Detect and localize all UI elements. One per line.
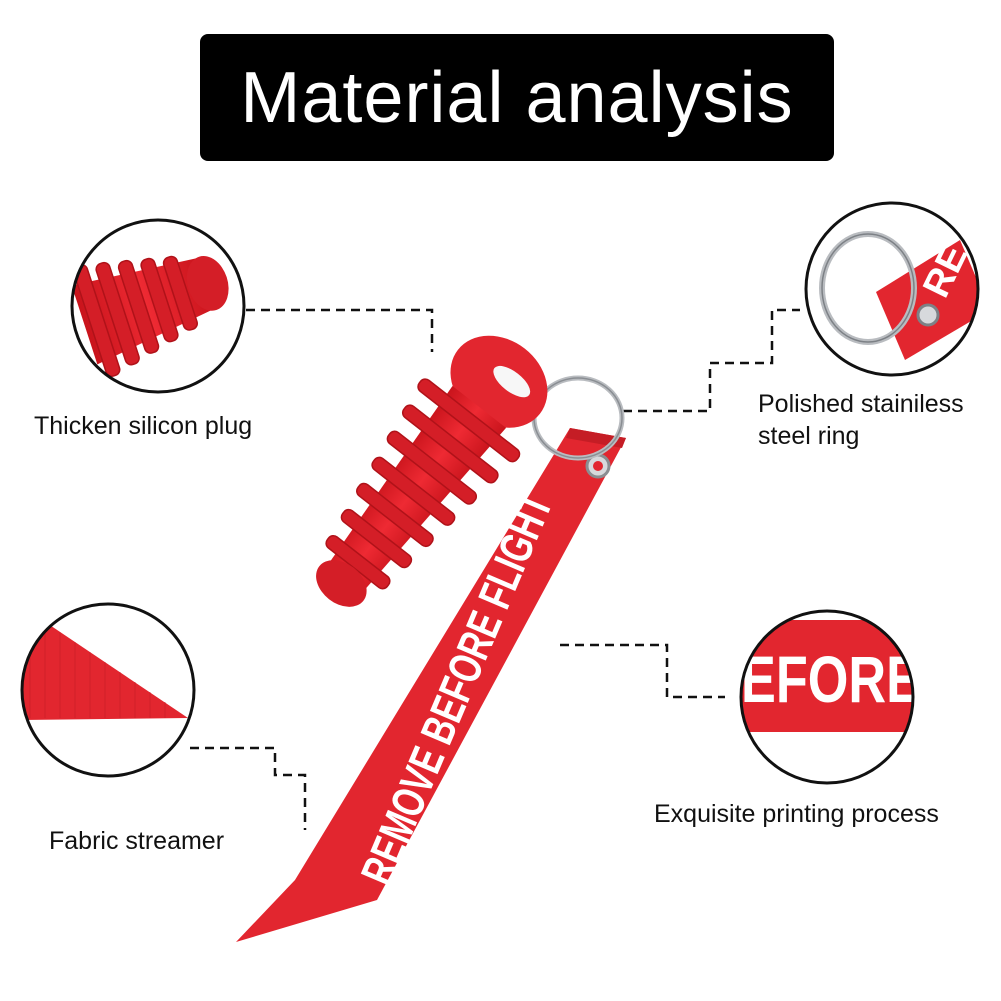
connector-ring — [623, 308, 800, 413]
callout-ring-label: Polished stainiless steel ring — [758, 388, 964, 452]
callout-fabric-label: Fabric streamer — [49, 827, 225, 855]
page-title: Material analysis — [240, 57, 794, 138]
connector-lines — [190, 308, 800, 830]
callout-ring-line2: steel ring — [758, 422, 860, 450]
zoom-circle-ring: RE — [804, 201, 980, 377]
connector-plug — [246, 308, 434, 352]
title-banner: Material analysis — [200, 34, 834, 161]
zoom-circle-print: EFORE — [739, 609, 921, 785]
zoom-circle-fabric — [20, 602, 196, 778]
zoom-print-text: EFORE — [741, 642, 921, 716]
callout-ring-line1: Polished stainiless — [758, 390, 964, 418]
connector-print — [560, 643, 725, 699]
silicon-plug — [316, 335, 548, 607]
callout-print-label: Exquisite printing process — [654, 800, 939, 828]
connector-fabric — [190, 746, 307, 830]
callout-plug-label: Thicken silicon plug — [34, 412, 253, 440]
zoom-circle-plug — [70, 218, 246, 394]
